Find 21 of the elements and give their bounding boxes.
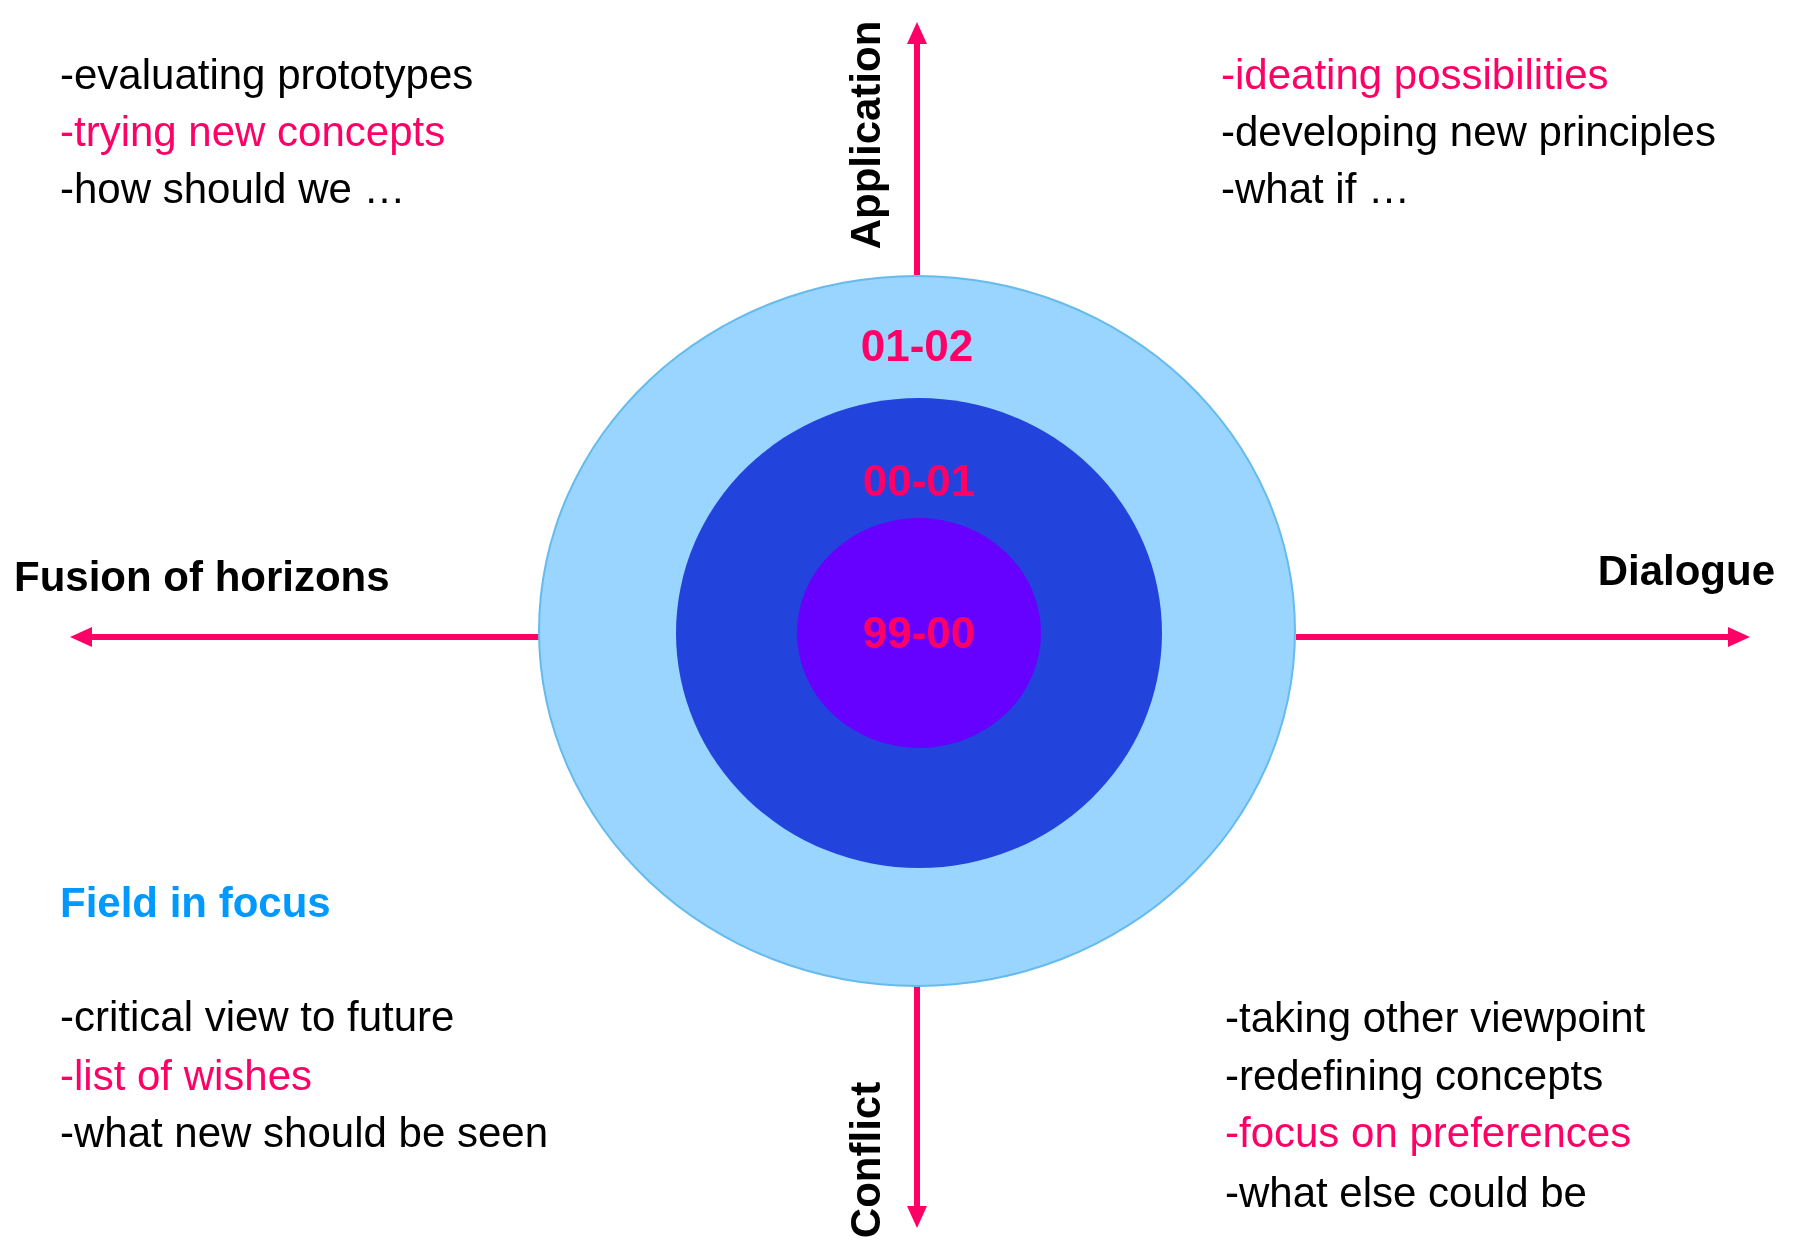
section-heading: Field in focus [60, 878, 331, 928]
quadrant-note: -ideating possibilities [1221, 50, 1609, 100]
quadrant-note: -critical view to future [60, 992, 455, 1042]
year-range-label: 01-02 [860, 321, 974, 371]
axis-label: Conflict [841, 1081, 890, 1239]
quadrant-note: -what if … [1221, 164, 1411, 214]
year-range-label: 00-01 [862, 456, 976, 506]
quadrant-note: -what new should be seen [60, 1108, 548, 1158]
quadrant-note: -trying new concepts [60, 107, 446, 157]
quadrant-note: -developing new principles [1221, 107, 1716, 157]
quadrant-note: -focus on preferences [1225, 1108, 1632, 1158]
quadrant-note: -what else could be [1225, 1168, 1587, 1218]
quadrant-note: -list of wishes [60, 1051, 313, 1101]
quadrant-note: -how should we … [60, 164, 406, 214]
year-range-label: 99-00 [862, 608, 976, 658]
axis-label: Dialogue [1597, 546, 1775, 596]
quadrant-note: -redefining concepts [1225, 1051, 1604, 1101]
axis-label: Application [841, 20, 890, 250]
axis-label: Fusion of horizons [14, 552, 390, 602]
quadrant-note: -evaluating prototypes [60, 50, 474, 100]
quadrant-note: -taking other viewpoint [1225, 993, 1646, 1043]
